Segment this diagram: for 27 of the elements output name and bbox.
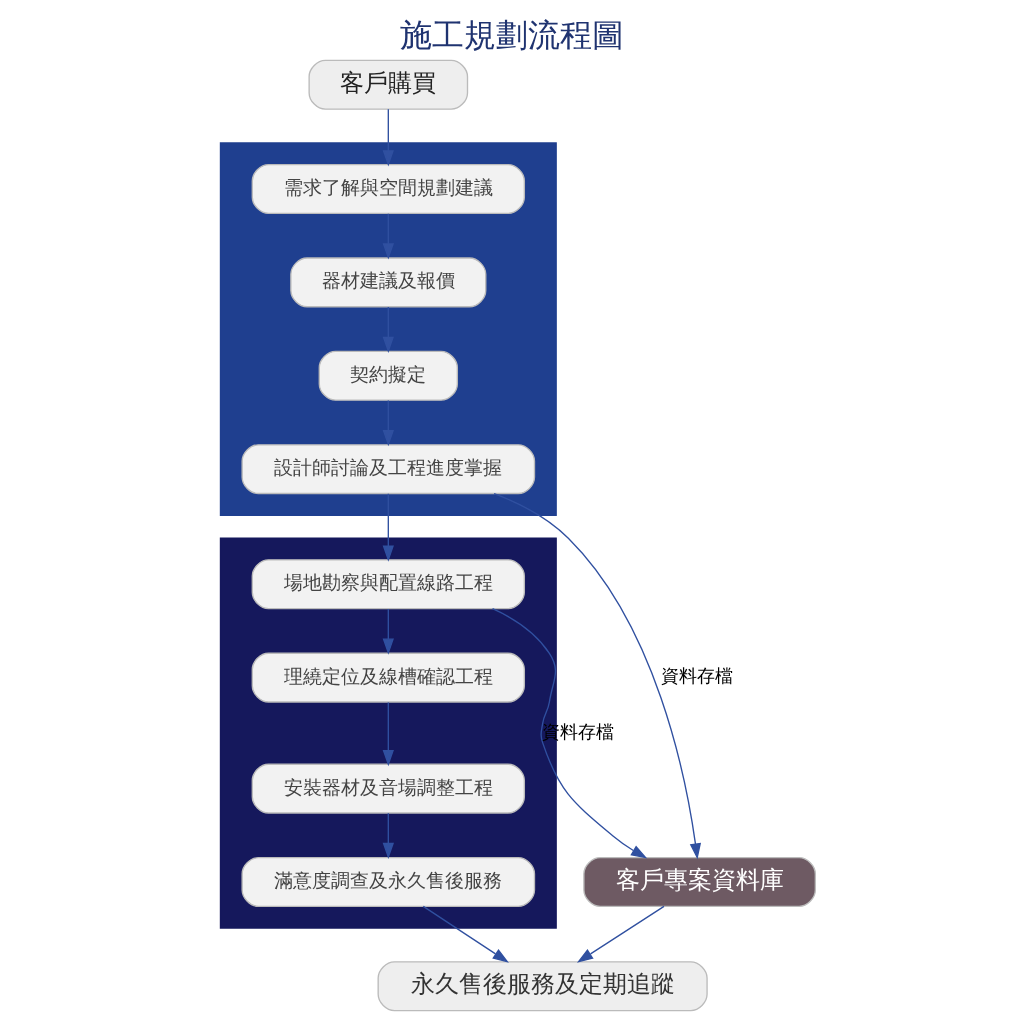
arrow <box>382 108 394 166</box>
node-box: 客戶專案資料庫 <box>582 856 816 907</box>
arrow <box>382 607 394 655</box>
arrow <box>576 905 665 963</box>
node-box: 設計師討論及工程進度掌握 <box>240 443 535 494</box>
arrow <box>382 305 394 353</box>
node-box: 永久售後服務及定期追蹤 <box>377 960 708 1011</box>
node-box: 客戶購買 <box>307 59 468 110</box>
edge-label: 資料存檔 <box>660 665 733 686</box>
arrow <box>491 607 647 859</box>
node-box: 理繞定位及線槽確認工程 <box>251 652 525 703</box>
arrow <box>382 212 394 259</box>
node-box: 滿意度調查及永久售後服務 <box>240 856 535 907</box>
diagram-title: 施工規劃流程圖 <box>400 15 624 54</box>
node-box: 需求了解與空間規劃建議 <box>251 163 525 214</box>
arrow <box>382 701 394 766</box>
arrow <box>382 492 394 562</box>
node-box: 器材建議及報價 <box>289 256 486 307</box>
arrow <box>422 905 509 963</box>
node-box: 安裝器材及音場調整工程 <box>251 763 525 814</box>
arrow <box>382 399 394 446</box>
cluster <box>219 537 557 929</box>
arrow <box>382 812 394 859</box>
arrow <box>492 492 701 860</box>
node-box: 契約擬定 <box>318 350 458 401</box>
cluster <box>219 141 557 516</box>
node-box: 場地勘察與配置線路工程 <box>251 558 525 609</box>
